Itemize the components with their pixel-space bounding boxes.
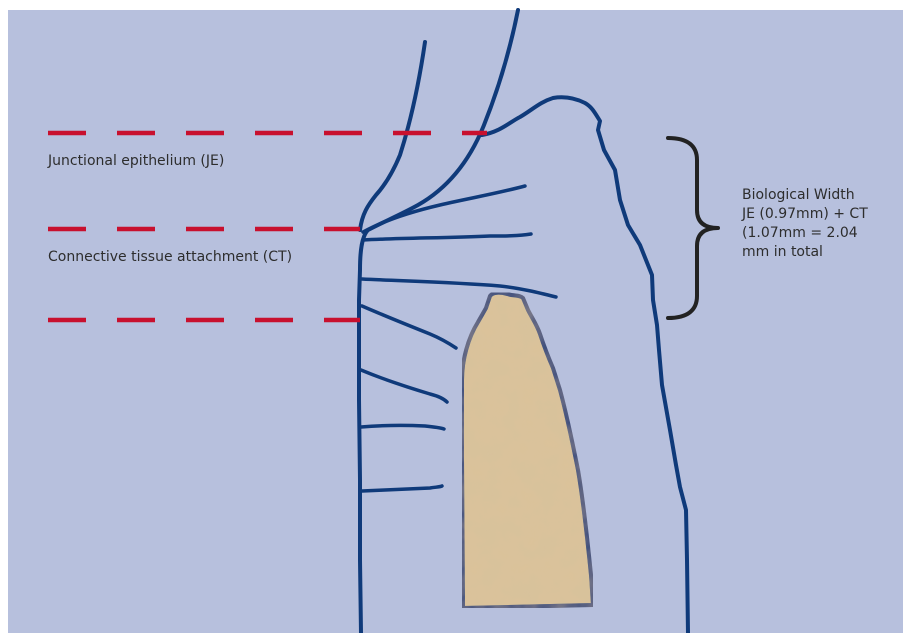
biological-width-line-4: mm in total: [742, 243, 868, 262]
biological-width-line-3: (1.07mm = 2.04: [742, 224, 868, 243]
biological-width-line-2: JE (0.97mm) + CT: [742, 205, 868, 224]
biological-width-line-1: Biological Width: [742, 186, 868, 205]
junctional-epithelium-label: Junctional epithelium (JE): [48, 152, 224, 170]
biological-width-text: Biological Width JE (0.97mm) + CT (1.07m…: [742, 186, 868, 262]
connective-tissue-label: Connective tissue attachment (CT): [48, 248, 292, 266]
